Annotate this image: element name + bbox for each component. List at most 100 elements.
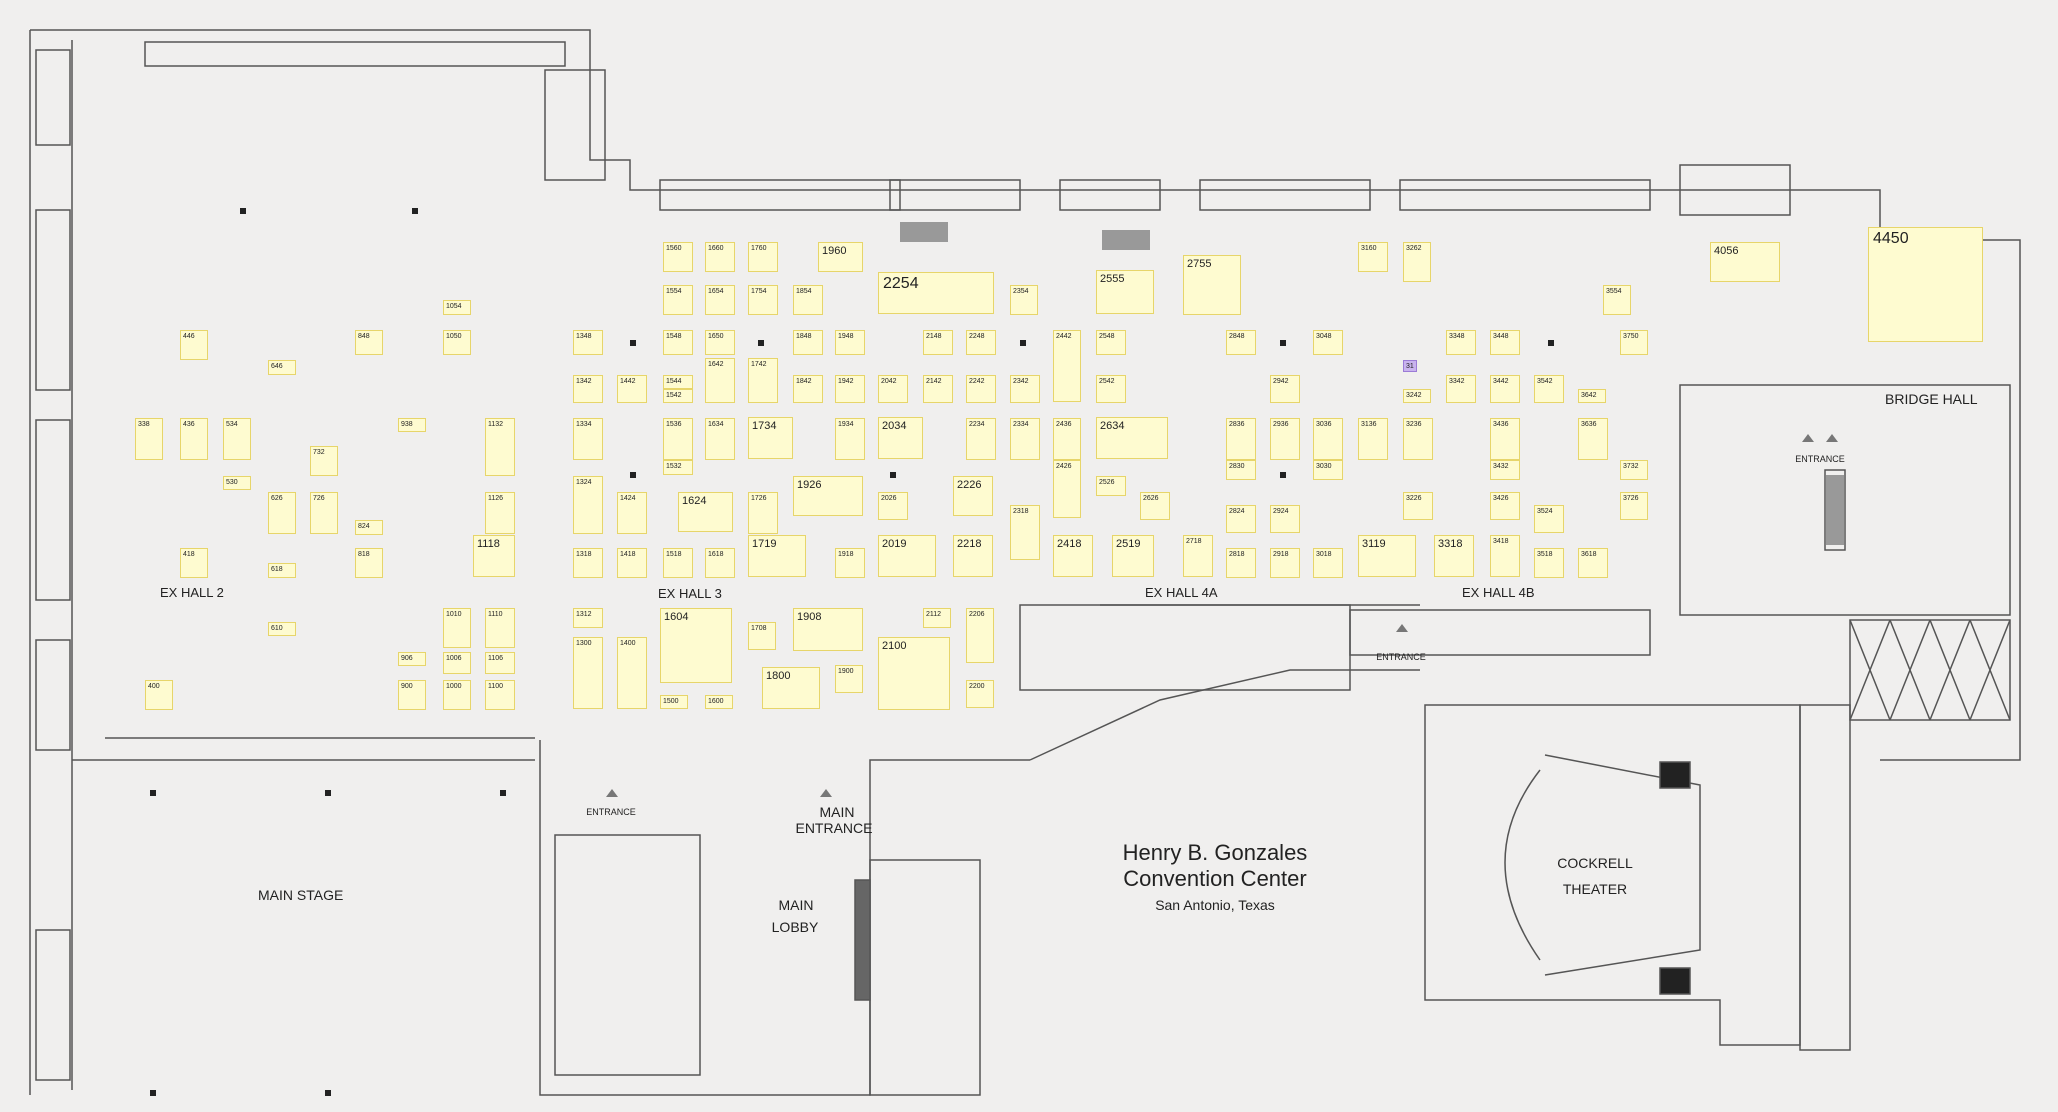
booth-1604[interactable]: 1604 bbox=[660, 608, 732, 683]
booth-3618[interactable]: 3618 bbox=[1578, 548, 1608, 578]
booth-3418[interactable]: 3418 bbox=[1490, 535, 1520, 577]
booth-1719[interactable]: 1719 bbox=[748, 535, 806, 577]
booth-2818[interactable]: 2818 bbox=[1226, 548, 1256, 578]
booth-3036[interactable]: 3036 bbox=[1313, 418, 1343, 460]
booth-436[interactable]: 436 bbox=[180, 418, 208, 460]
booth-1760[interactable]: 1760 bbox=[748, 242, 778, 272]
booth-938[interactable]: 938 bbox=[398, 418, 426, 432]
booth-1118[interactable]: 1118 bbox=[473, 535, 515, 577]
booth-1050[interactable]: 1050 bbox=[443, 330, 471, 355]
booth-4450[interactable]: 4450 bbox=[1868, 227, 1983, 342]
booth-1948[interactable]: 1948 bbox=[835, 330, 865, 355]
booth-726[interactable]: 726 bbox=[310, 492, 338, 534]
booth-2100[interactable]: 2100 bbox=[878, 637, 950, 710]
booth-906[interactable]: 906 bbox=[398, 652, 426, 666]
booth-1926[interactable]: 1926 bbox=[793, 476, 863, 516]
booth-1734[interactable]: 1734 bbox=[748, 417, 793, 459]
booth-1754[interactable]: 1754 bbox=[748, 285, 778, 315]
booth-418[interactable]: 418 bbox=[180, 548, 208, 578]
booth-1054[interactable]: 1054 bbox=[443, 300, 471, 315]
booth-530[interactable]: 530 bbox=[223, 476, 251, 490]
booth-1960[interactable]: 1960 bbox=[818, 242, 863, 272]
booth-1848[interactable]: 1848 bbox=[793, 330, 823, 355]
booth-3236[interactable]: 3236 bbox=[1403, 418, 1433, 460]
booth-2634[interactable]: 2634 bbox=[1096, 417, 1168, 459]
booth-2354[interactable]: 2354 bbox=[1010, 285, 1038, 315]
booth-1544[interactable]: 1544 bbox=[663, 375, 693, 389]
booth-1536[interactable]: 1536 bbox=[663, 418, 693, 460]
booth-3426[interactable]: 3426 bbox=[1490, 492, 1520, 520]
booth-1126[interactable]: 1126 bbox=[485, 492, 515, 534]
booth-2200[interactable]: 2200 bbox=[966, 680, 994, 708]
booth-2019[interactable]: 2019 bbox=[878, 535, 936, 577]
booth-2942[interactable]: 2942 bbox=[1270, 375, 1300, 403]
booth-1400[interactable]: 1400 bbox=[617, 637, 647, 709]
booth-3442[interactable]: 3442 bbox=[1490, 375, 1520, 403]
booth-1742[interactable]: 1742 bbox=[748, 358, 778, 403]
booth-732[interactable]: 732 bbox=[310, 446, 338, 476]
booth-3030[interactable]: 3030 bbox=[1313, 460, 1343, 480]
booth-400[interactable]: 400 bbox=[145, 680, 173, 710]
booth-3524[interactable]: 3524 bbox=[1534, 505, 1564, 533]
booth-3448[interactable]: 3448 bbox=[1490, 330, 1520, 355]
booth-2334[interactable]: 2334 bbox=[1010, 418, 1040, 460]
booth-3636[interactable]: 3636 bbox=[1578, 418, 1608, 460]
booth-338[interactable]: 338 bbox=[135, 418, 163, 460]
booth-1554[interactable]: 1554 bbox=[663, 285, 693, 315]
booth-2426[interactable]: 2426 bbox=[1053, 460, 1081, 518]
booth-3750[interactable]: 3750 bbox=[1620, 330, 1648, 355]
booth-1654[interactable]: 1654 bbox=[705, 285, 735, 315]
booth-2418[interactable]: 2418 bbox=[1053, 535, 1093, 577]
booth-3018[interactable]: 3018 bbox=[1313, 548, 1343, 578]
booth-2142[interactable]: 2142 bbox=[923, 375, 953, 403]
booth-2836[interactable]: 2836 bbox=[1226, 418, 1256, 460]
booth-1660[interactable]: 1660 bbox=[705, 242, 735, 272]
booth-2519[interactable]: 2519 bbox=[1112, 535, 1154, 577]
booth-1418[interactable]: 1418 bbox=[617, 548, 647, 578]
booth-2436[interactable]: 2436 bbox=[1053, 418, 1081, 460]
booth-2254[interactable]: 2254 bbox=[878, 272, 994, 314]
booth-2824[interactable]: 2824 bbox=[1226, 505, 1256, 533]
booth-3136[interactable]: 3136 bbox=[1358, 418, 1388, 460]
booth-1532[interactable]: 1532 bbox=[663, 460, 693, 475]
booth-3119[interactable]: 3119 bbox=[1358, 535, 1416, 577]
booth-2112[interactable]: 2112 bbox=[923, 608, 951, 628]
booth-1334[interactable]: 1334 bbox=[573, 418, 603, 460]
booth-1300[interactable]: 1300 bbox=[573, 637, 603, 709]
booth-3726[interactable]: 3726 bbox=[1620, 492, 1648, 520]
booth-1650[interactable]: 1650 bbox=[705, 330, 735, 355]
booth-3342[interactable]: 3342 bbox=[1446, 375, 1476, 403]
booth-3160[interactable]: 3160 bbox=[1358, 242, 1388, 272]
booth-2226[interactable]: 2226 bbox=[953, 476, 993, 516]
booth-2830[interactable]: 2830 bbox=[1226, 460, 1256, 480]
booth-2442[interactable]: 2442 bbox=[1053, 330, 1081, 402]
booth-2526[interactable]: 2526 bbox=[1096, 476, 1126, 496]
booth-2718[interactable]: 2718 bbox=[1183, 535, 1213, 577]
booth-2218[interactable]: 2218 bbox=[953, 535, 993, 577]
booth-1542[interactable]: 1542 bbox=[663, 389, 693, 403]
booth-1854[interactable]: 1854 bbox=[793, 285, 823, 315]
booth-1442[interactable]: 1442 bbox=[617, 375, 647, 403]
booth-2248[interactable]: 2248 bbox=[966, 330, 996, 355]
booth-2755[interactable]: 2755 bbox=[1183, 255, 1241, 315]
booth-1618[interactable]: 1618 bbox=[705, 548, 735, 578]
booth-824[interactable]: 824 bbox=[355, 520, 383, 535]
booth-2042[interactable]: 2042 bbox=[878, 375, 908, 403]
booth-2318[interactable]: 2318 bbox=[1010, 505, 1040, 560]
booth-2242[interactable]: 2242 bbox=[966, 375, 996, 403]
booth-3242[interactable]: 3242 bbox=[1403, 389, 1431, 403]
booth-818[interactable]: 818 bbox=[355, 548, 383, 578]
booth-1010[interactable]: 1010 bbox=[443, 608, 471, 648]
booth-1348[interactable]: 1348 bbox=[573, 330, 603, 355]
booth-534[interactable]: 534 bbox=[223, 418, 251, 460]
booth-2206[interactable]: 2206 bbox=[966, 608, 994, 663]
booth-3554[interactable]: 3554 bbox=[1603, 285, 1631, 315]
booth-1006[interactable]: 1006 bbox=[443, 652, 471, 674]
booth-2026[interactable]: 2026 bbox=[878, 492, 908, 520]
booth-3048[interactable]: 3048 bbox=[1313, 330, 1343, 355]
booth-3542[interactable]: 3542 bbox=[1534, 375, 1564, 403]
booth-1908[interactable]: 1908 bbox=[793, 608, 863, 651]
booth-3262[interactable]: 3262 bbox=[1403, 242, 1431, 282]
booth-1900[interactable]: 1900 bbox=[835, 665, 863, 693]
booth-2342[interactable]: 2342 bbox=[1010, 375, 1040, 403]
